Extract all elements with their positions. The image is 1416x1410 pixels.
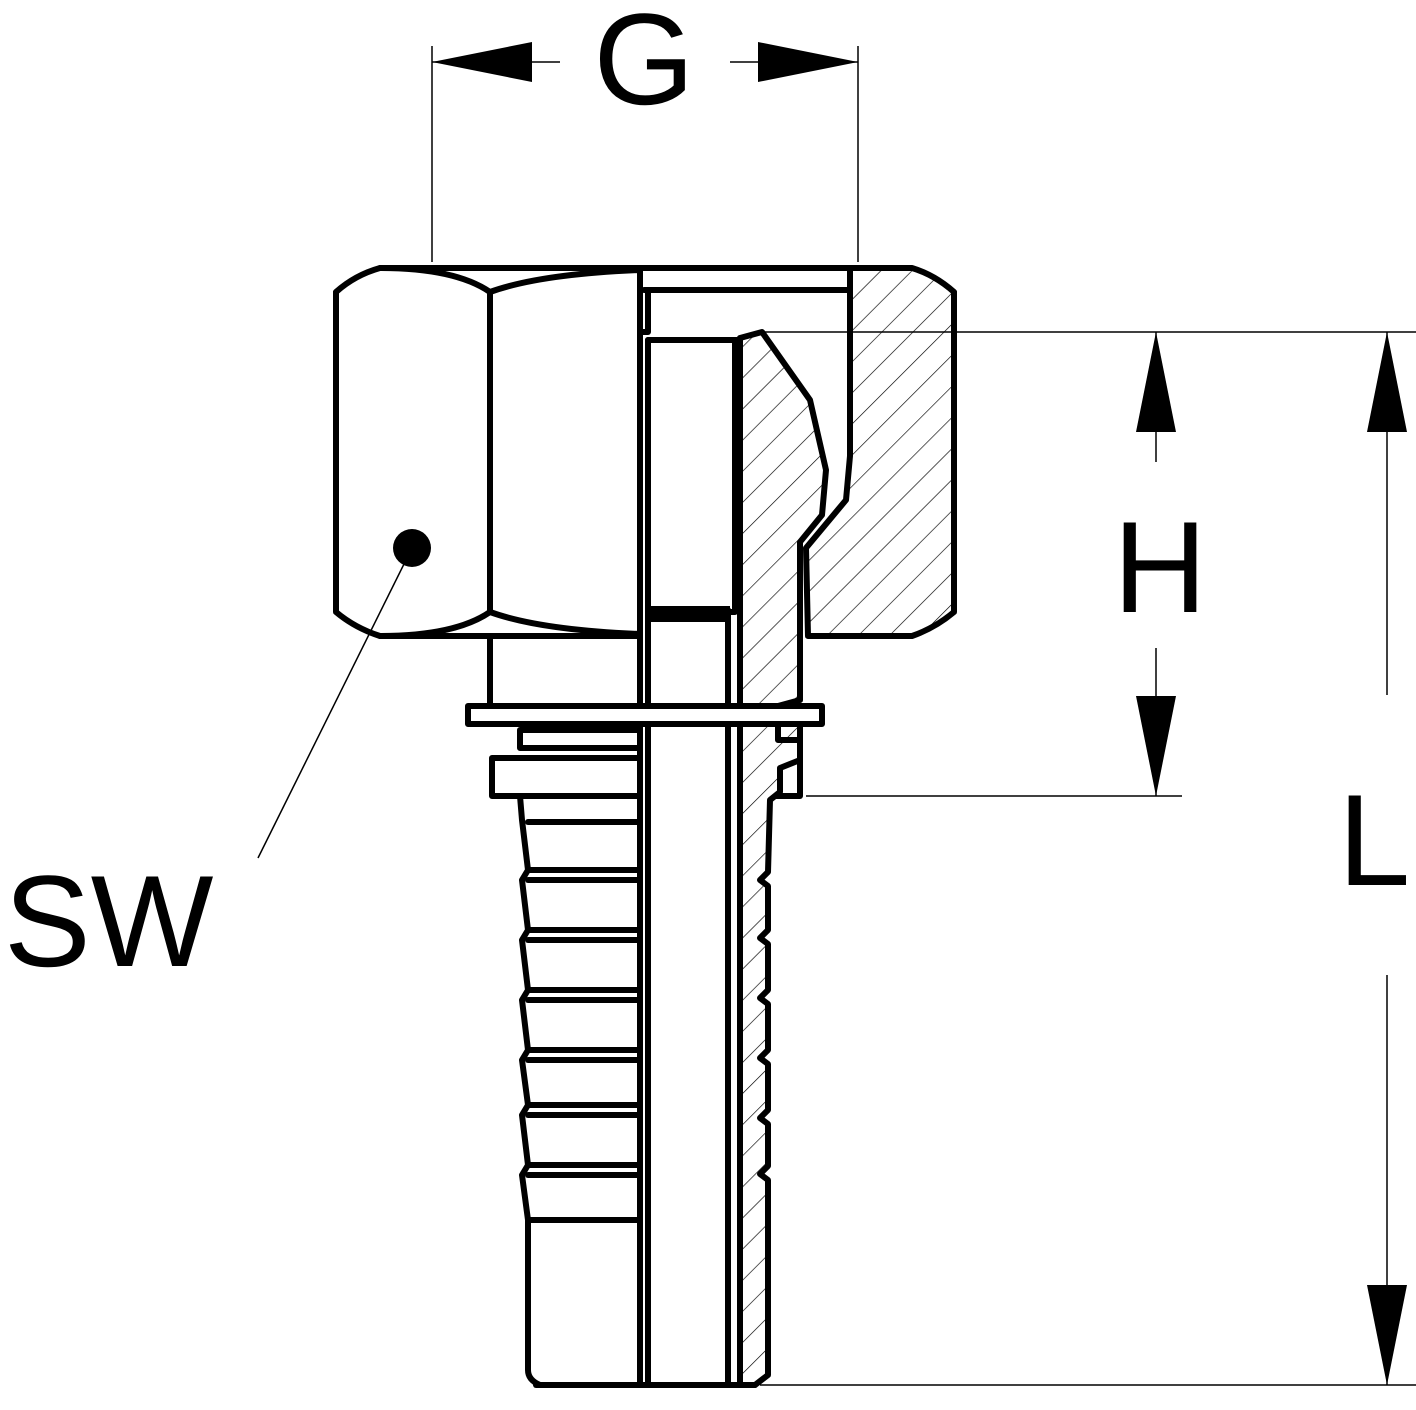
hex-nut-face-edge-left: [377, 265, 493, 639]
nut-section-hatched: [803, 265, 957, 639]
l-arrow-bottom: [1367, 1285, 1407, 1385]
h-label: H: [1113, 494, 1207, 640]
h-arrow-bottom: [1136, 696, 1176, 796]
hose-tail-outline: [517, 793, 643, 1388]
h-arrow-top: [1136, 332, 1176, 432]
bore-step: [648, 606, 730, 622]
hex-nut: [333, 265, 643, 639]
nipple-section: [645, 329, 829, 1388]
dimension-h: H: [760, 331, 1416, 797]
sw-marker-dot: [393, 529, 431, 567]
collar-ring: [465, 703, 825, 727]
collar-groove: [517, 727, 643, 751]
collar: [465, 633, 825, 799]
hose-tail: [517, 793, 758, 1388]
l-label: L: [1338, 767, 1410, 913]
g-arrow-right: [758, 42, 858, 82]
dimension-g: G: [431, 0, 859, 262]
sw-label: SW: [4, 848, 214, 994]
dimension-l: L: [760, 332, 1416, 1386]
l-arrow-top: [1367, 332, 1407, 432]
nut-thread-bore: [637, 265, 853, 335]
sw-leader-line: [257, 559, 407, 859]
nipple-shoulder-block: [645, 337, 738, 615]
hex-nut-section: [637, 265, 957, 639]
nipple-wall-hatched: [737, 329, 829, 1388]
g-arrow-left: [432, 42, 532, 82]
barb-lines: [525, 819, 643, 1223]
collar-flange: [489, 755, 643, 799]
collar-neck: [487, 633, 643, 709]
hex-nut-face-edge-right: [487, 267, 643, 637]
g-label: G: [593, 0, 694, 132]
collar-right-step: [773, 721, 803, 799]
